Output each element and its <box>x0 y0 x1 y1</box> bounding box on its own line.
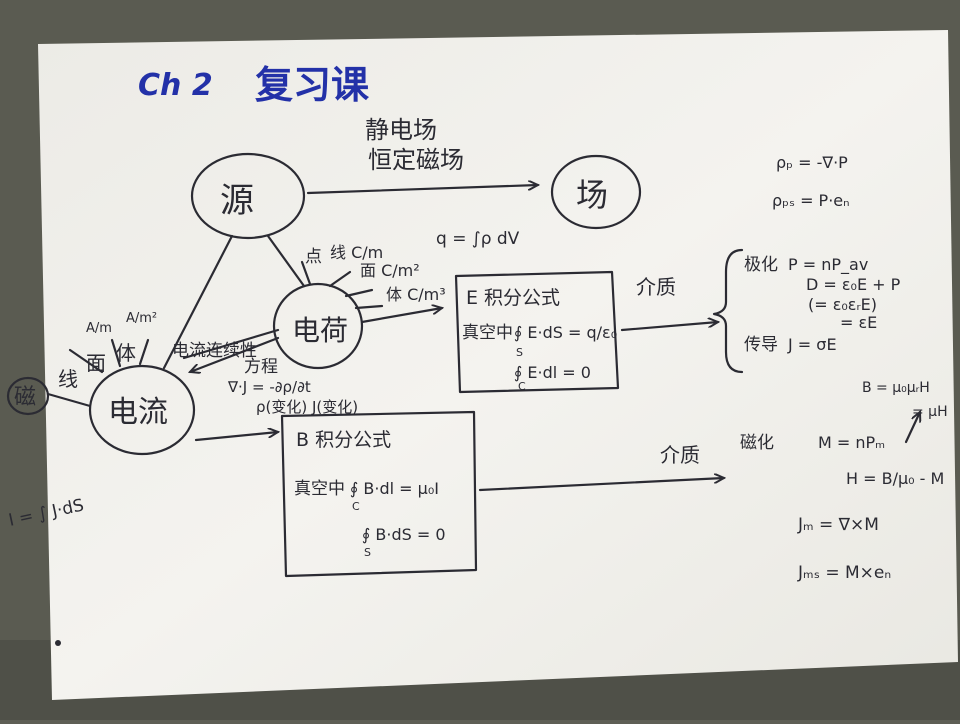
total-charge-formula: q = ∫ρ dV <box>436 229 520 249</box>
charge-circle <box>272 282 364 370</box>
magnet-circle <box>6 376 50 416</box>
ink-dot <box>55 640 61 646</box>
b-gauss-law: ∮ B·dS = 0 <box>362 525 446 544</box>
field-circle <box>550 154 642 230</box>
e-gauss-sub: S <box>516 346 523 359</box>
source-circle <box>190 152 306 240</box>
h-definition: H = B/μ₀ - M <box>846 469 944 488</box>
current-label: 电流 <box>108 395 168 430</box>
b-ampere-sub: C <box>352 500 360 513</box>
ray-surface <box>344 288 374 298</box>
ray-point <box>300 260 312 286</box>
charge-label: 电荷 <box>292 314 348 347</box>
ray-volume <box>354 304 384 310</box>
surface-current-unit: A/m <box>86 321 112 336</box>
volume-current-unit: A/m² <box>126 311 157 326</box>
current-circle <box>88 364 196 456</box>
jms-definition: Jₘₛ = M×eₙ <box>797 563 891 583</box>
d-definition: D = ε₀E + P <box>806 275 901 294</box>
e-box-title: E 积分公式 <box>466 287 560 309</box>
charge-to-ebox-arrow <box>360 308 442 324</box>
chapter-label: Ch 2 <box>138 68 213 103</box>
b-ampere-law: ∮ B·dl = μ₀I <box>350 479 439 498</box>
current-ray-volume <box>138 338 150 366</box>
current-ray-surface <box>110 338 122 368</box>
e-curl-sub: C <box>518 380 526 393</box>
source-label: 源 <box>220 181 254 221</box>
ebox-to-medium-arrow <box>620 322 718 332</box>
point-charge-label: 点 <box>305 247 322 267</box>
bound-surface-charge: ρₚₛ = P·eₙ <box>772 191 850 210</box>
source-to-field-arrow <box>306 185 538 195</box>
e-medium-brace <box>712 248 744 374</box>
current-volume-label: 体 <box>116 341 136 365</box>
line-charge-label: 线 C/m <box>330 243 383 262</box>
current-charge-line <box>182 328 280 360</box>
continuity-label-1: 电流连续性 <box>172 341 257 361</box>
source-current-line <box>162 234 234 370</box>
continuity-equation: ∇·J = -∂ρ/∂t <box>227 378 311 396</box>
paper-sheet <box>38 30 958 700</box>
conduction-label: 传导 <box>744 335 778 355</box>
e-medium-label: 介质 <box>636 275 676 299</box>
review-title: 复习课 <box>255 63 369 107</box>
magnet-label: 磁 <box>14 385 36 410</box>
b-box-title: B 积分公式 <box>296 429 391 451</box>
e-gauss-law: ∮ E·dS = q/ε₀ <box>514 323 617 342</box>
current-ray-line <box>68 348 104 374</box>
field-label: 场 <box>576 176 608 214</box>
b-medium-label: 介质 <box>660 443 700 467</box>
ray-line <box>328 270 352 288</box>
b-equivalent: = μH <box>912 404 948 420</box>
e-box-vacuum: 真空中 <box>462 323 513 343</box>
magnetization-label: 磁化 <box>740 433 774 453</box>
current-to-bbox-arrow <box>194 432 278 442</box>
volume-charge-label: 体 C/m³ <box>386 285 446 304</box>
continuity-note: ρ(变化) J(变化) <box>256 398 358 416</box>
b-integral-box <box>280 410 478 578</box>
eps-relation: = εE <box>840 313 877 332</box>
current-line-label: 线 <box>58 367 78 391</box>
m-definition: M = nPₘ <box>818 433 885 452</box>
bound-volume-charge: ρₚ = -∇·P <box>776 153 848 172</box>
m-to-b-arrow <box>904 412 920 444</box>
b-box-vacuum: 真空中 <box>294 479 345 499</box>
current-surface-label: 面 <box>86 351 106 375</box>
b-gauss-sub: S <box>364 546 371 559</box>
bbox-to-medium-arrow <box>478 478 724 492</box>
magnetostatic-label: 恒定磁场 <box>368 146 464 174</box>
d-equivalent: (= ε₀εᵣE) <box>808 295 877 314</box>
continuity-label-2: 方程 <box>244 357 278 377</box>
b-definition: B = μ₀μᵣH <box>862 380 930 396</box>
surface-charge-label: 面 C/m² <box>360 261 420 280</box>
polarization-label: 极化 <box>744 255 778 275</box>
electrostatic-label: 静电场 <box>365 116 437 144</box>
j-definition: J = σE <box>787 335 837 354</box>
e-integral-box <box>454 270 620 394</box>
e-curl-law: ∮ E·dl = 0 <box>514 363 591 382</box>
jm-definition: Jₘ = ∇×M <box>797 515 879 535</box>
magnet-current-line <box>46 392 92 408</box>
p-definition: P = nP_av <box>788 255 868 275</box>
charge-current-arrow <box>190 336 280 372</box>
source-charge-line <box>266 234 306 288</box>
